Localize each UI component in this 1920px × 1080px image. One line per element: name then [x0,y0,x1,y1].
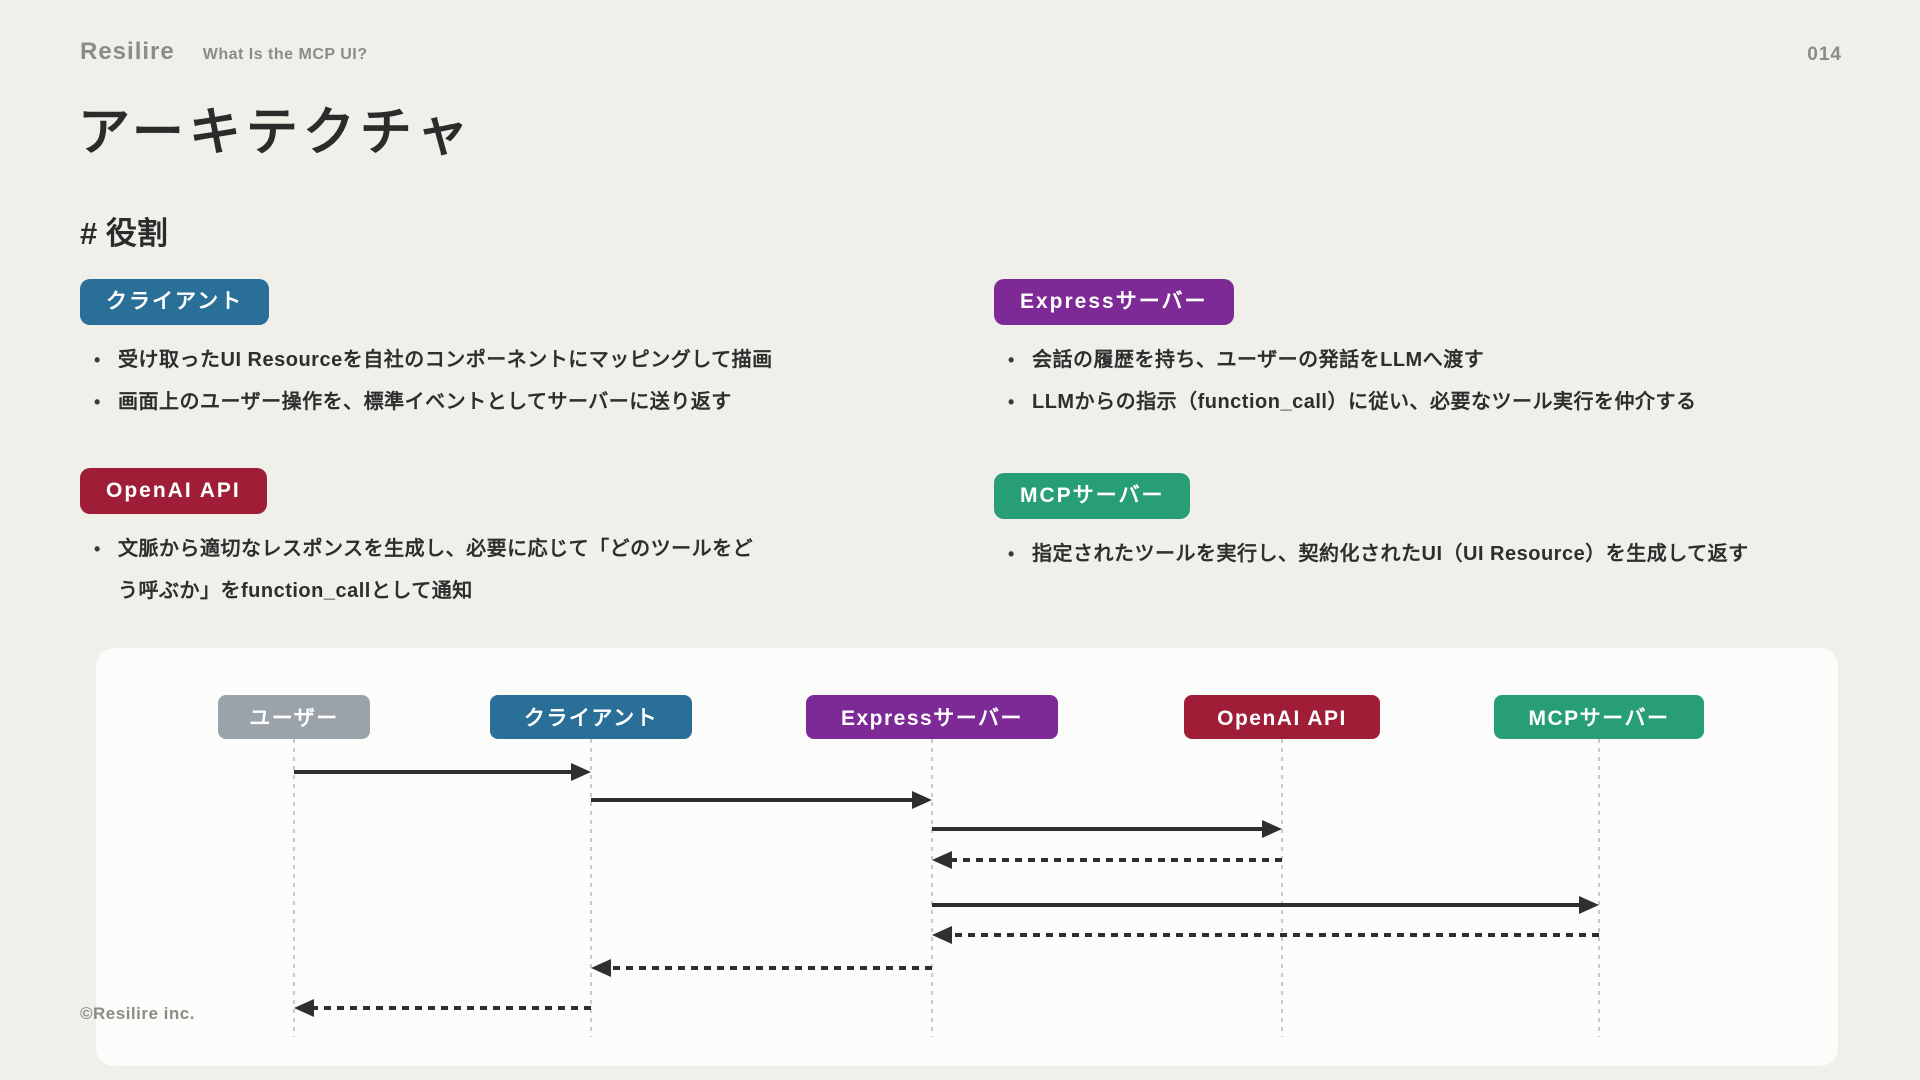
role-bullets: 受け取ったUI Resourceを自社のコンポーネントにマッピングして描画画面上… [80,339,960,423]
page-number: 014 [1807,44,1842,65]
bullet-item: LLMからの指示（function_call）に従い、必要なツール実行を仲介する [1008,381,1874,423]
actor-label-4: MCPサーバー [1529,707,1670,730]
sequence-diagram-svg: ユーザー クライアント Expressサーバー OpenAI API MCPサーバー [218,695,1704,1037]
role-section-client: クライアント 受け取ったUI Resourceを自社のコンポーネントにマッピング… [80,279,960,423]
presentation-subtitle: What Is the MCP UI? [202,46,368,63]
sequence-diagram-card: ユーザー クライアント Expressサーバー OpenAI API MCPサーバー [96,648,1838,1066]
role-bullets: 指定されたツールを実行し、契約化されたUI（UI Resource）を生成して返… [994,533,1874,575]
role-badge: OpenAI API [80,468,267,514]
bullet-item: 会話の履歴を持ち、ユーザーの発話をLLMへ渡す [1008,339,1874,381]
role-badge: Expressサーバー [994,279,1234,325]
bullet-item: 文脈から適切なレスポンスを生成し、必要に応じて「どのツールをどう呼ぶか」をfun… [94,528,763,612]
actor-label-1: クライアント [524,707,658,730]
actor-box-3 [1184,695,1380,739]
actor-box-2 [806,695,1058,739]
bullet-item: 画面上のユーザー操作を、標準イベントとしてサーバーに送り返す [94,381,960,423]
role-badge: クライアント [80,279,270,325]
arrowhead-icon [912,791,932,809]
actor-box-0 [218,695,370,739]
bullet-item: 受け取ったUI Resourceを自社のコンポーネントにマッピングして描画 [94,339,960,381]
copyright-notice: ©Resilire inc. [80,1004,195,1023]
arrowhead-icon [571,763,591,781]
actor-label-2: Expressサーバー [841,707,1023,730]
arrowhead-icon [932,851,952,869]
role-section-express-server: Expressサーバー 会話の履歴を持ち、ユーザーの発話をLLMへ渡すLLMから… [994,279,1874,423]
role-bullets: 会話の履歴を持ち、ユーザーの発話をLLMへ渡すLLMからの指示（function… [994,339,1874,423]
actor-label-0: ユーザー [249,707,339,730]
arrowhead-icon [1579,896,1599,914]
arrowhead-icon [591,959,611,977]
arrowhead-icon [294,999,314,1017]
role-section-mcp-server: MCPサーバー 指定されたツールを実行し、契約化されたUI（UI Resourc… [994,473,1874,575]
bullet-item: 指定されたツールを実行し、契約化されたUI（UI Resource）を生成して返… [1008,533,1874,575]
section-heading: # 役割 [80,216,168,251]
slide-header: Resilire What Is the MCP UI? [80,38,367,66]
role-section-openai-api: OpenAI API 文脈から適切なレスポンスを生成し、必要に応じて「どのツール… [80,468,960,612]
brand-logo: Resilire [80,38,175,65]
role-bullets: 文脈から適切なレスポンスを生成し、必要に応じて「どのツールをどう呼ぶか」をfun… [80,528,960,612]
slide-title: アーキテクチャ [78,104,474,162]
arrowhead-icon [932,926,952,944]
arrowhead-icon [1262,820,1282,838]
role-badge: MCPサーバー [994,473,1191,519]
actor-label-3: OpenAI API [1217,707,1347,730]
actor-box-1 [490,695,692,739]
actor-box-4 [1494,695,1704,739]
